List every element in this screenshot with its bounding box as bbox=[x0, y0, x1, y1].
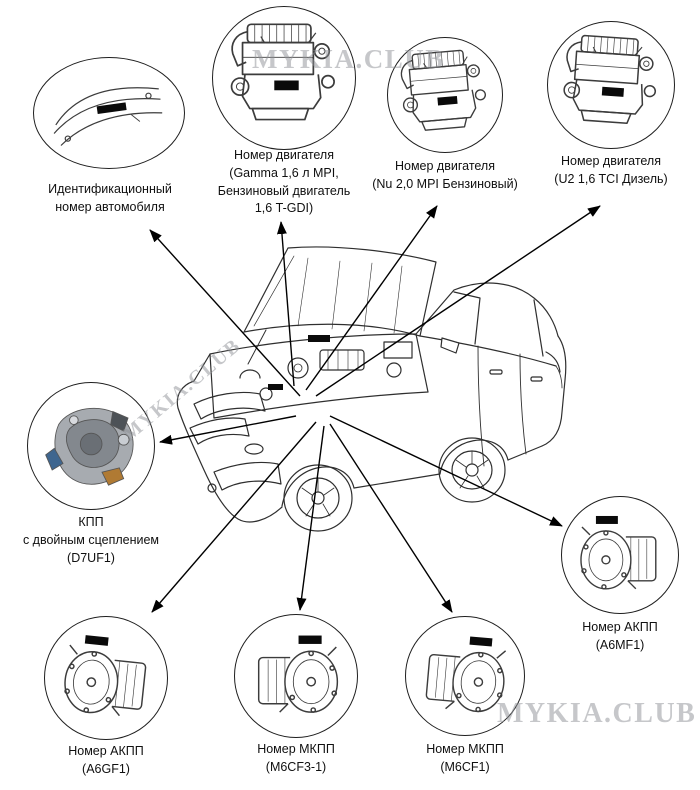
open-hood bbox=[243, 246, 437, 365]
vin-label: Идентификационный номер автомобиля bbox=[48, 182, 172, 214]
vin-location-drawing bbox=[53, 87, 163, 147]
mt-m6cf1-circle bbox=[405, 616, 525, 736]
at-a6gf1-drawing bbox=[60, 632, 149, 719]
at-a6mf1-drawing bbox=[580, 515, 657, 590]
rear-wheel bbox=[438, 437, 506, 503]
dct-drawing bbox=[45, 407, 134, 486]
mt-m6cf3-1-label: Номер МКПП (M6CF3-1) bbox=[257, 742, 335, 774]
car-illustration bbox=[176, 246, 567, 532]
dct-circle bbox=[27, 382, 155, 510]
engine-u2-circle bbox=[547, 21, 675, 149]
engine-nu-circle bbox=[387, 37, 503, 153]
mt-m6cf3-1-circle bbox=[234, 614, 358, 738]
at-a6mf1-label: Номер АКПП (A6MF1) bbox=[582, 620, 658, 652]
engine-u2-drawing bbox=[561, 33, 660, 126]
vin-location-circle bbox=[33, 57, 185, 169]
at-a6gf1-label: Номер АКПП (A6GF1) bbox=[68, 744, 144, 776]
engine-gamma-drawing bbox=[230, 23, 335, 121]
front-fascia bbox=[189, 391, 282, 493]
mt-m6cf3-1-drawing bbox=[257, 634, 338, 713]
watermark-bottom: MYKIA.CLUB bbox=[497, 698, 697, 729]
car-body bbox=[176, 282, 567, 523]
dct-label: КПП с двойным сцеплением (D7UF1) bbox=[22, 515, 160, 565]
mt-m6cf1-label: Номер МКПП (M6CF1) bbox=[426, 742, 504, 774]
engine-gamma-circle bbox=[212, 6, 356, 150]
engine-bay bbox=[209, 333, 429, 419]
engine-gamma-label: Номер двигателя (Gamma 1,6 л MPI, Бензин… bbox=[217, 148, 351, 216]
engine-nu-label: Номер двигателя (Nu 2,0 MPI Бензиновый) bbox=[372, 159, 518, 191]
at-a6gf1-circle bbox=[44, 616, 168, 740]
watermark-top: MYKIA.CLUB bbox=[252, 44, 445, 74]
front-wheel bbox=[283, 464, 353, 532]
engine-u2-label: Номер двигателя (U2 1,6 TCI Дизель) bbox=[554, 154, 668, 186]
at-a6mf1-circle bbox=[561, 496, 679, 614]
